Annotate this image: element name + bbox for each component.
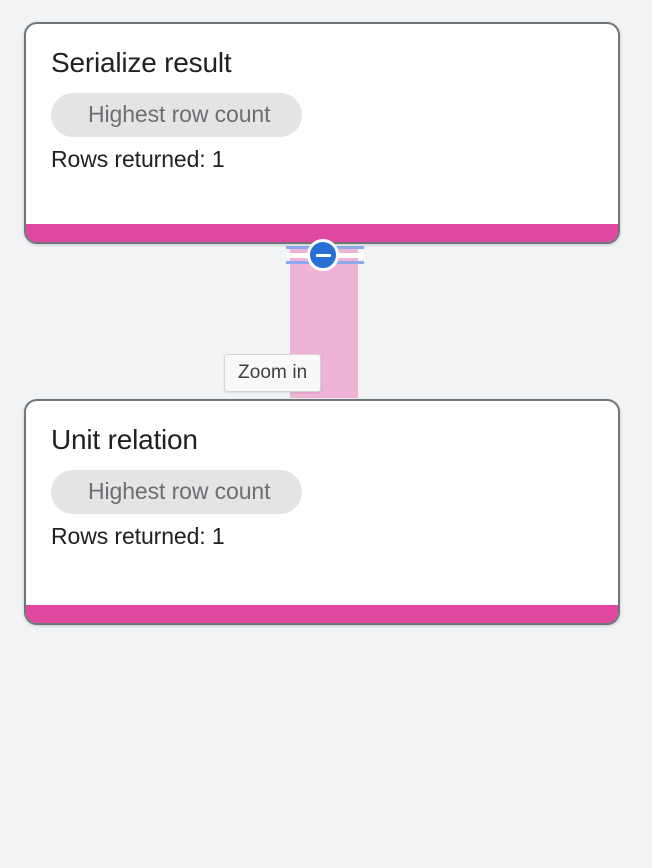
- minus-glyph: [315, 253, 331, 257]
- connector-dash-line: [286, 252, 326, 258]
- node-card-body: Serialize result Highest row count Rows …: [26, 24, 618, 173]
- connector-dash-line: [324, 246, 364, 249]
- node-card-body: Unit relation Highest row count Rows ret…: [26, 401, 618, 550]
- node-title: Serialize result: [51, 47, 232, 78]
- connector-dash-line: [286, 261, 326, 264]
- node-badge: Highest row count: [51, 93, 303, 137]
- zoom-in-tooltip: Zoom in: [224, 354, 322, 392]
- connector-dash-line: [286, 246, 326, 249]
- node-title: Unit relation: [51, 424, 198, 455]
- node-badge: Highest row count: [51, 470, 303, 514]
- connector-dashes-left: [286, 246, 326, 264]
- connector-dashes-right: [324, 246, 364, 264]
- connector-dash-line: [324, 261, 364, 264]
- node-rows-returned: Rows returned: 1: [51, 523, 225, 549]
- node-card-unit-relation[interactable]: Unit relation Highest row count Rows ret…: [24, 399, 620, 625]
- node-card-serialize-result[interactable]: Serialize result Highest row count Rows …: [24, 22, 620, 244]
- connector-dash-line: [324, 252, 364, 258]
- node-status-bar: [26, 605, 618, 623]
- minus-circle-icon[interactable]: [307, 239, 339, 271]
- node-rows-returned: Rows returned: 1: [51, 146, 225, 172]
- node-status-bar: [26, 224, 618, 242]
